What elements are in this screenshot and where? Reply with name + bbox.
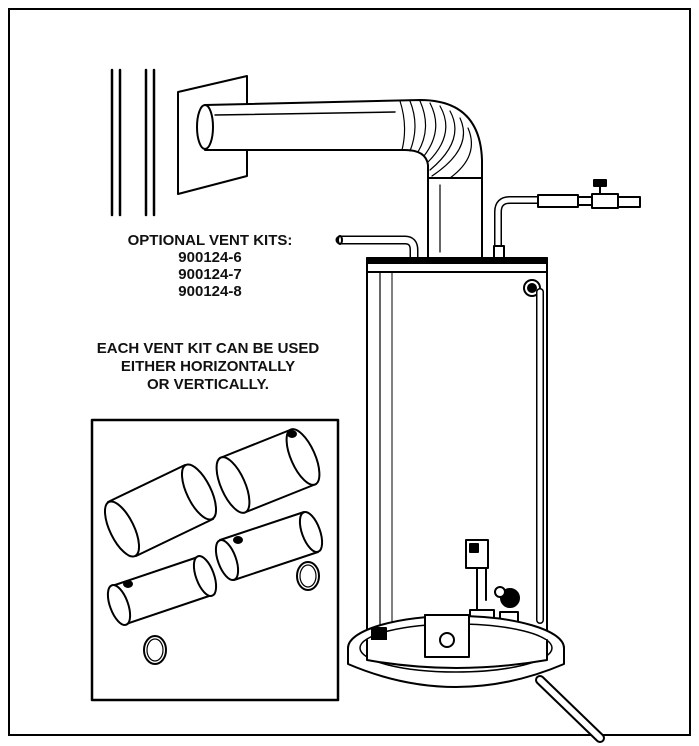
wall-trim-lines bbox=[110, 68, 156, 217]
vent-pipe-part-3 bbox=[106, 555, 218, 626]
usage-note-line: OR VERTICALLY. bbox=[147, 376, 269, 393]
usage-note-line: EACH VENT KIT CAN BE USED bbox=[96, 340, 320, 357]
gas-control-valve bbox=[465, 539, 520, 611]
supply-piping bbox=[493, 179, 641, 262]
inlet-pipe bbox=[335, 235, 419, 263]
vent-pipe-part-4 bbox=[214, 511, 324, 581]
vent-kit-usage-note: EACH VENT KIT CAN BE USED EITHER HORIZON… bbox=[58, 340, 358, 394]
drain-pan bbox=[347, 615, 605, 743]
usage-note-line: EITHER HORIZONTALLY bbox=[120, 358, 296, 375]
vent-kits-label: OPTIONAL VENT KITS: 900124-6 900124-7 90… bbox=[95, 232, 325, 300]
vent-clamp-2 bbox=[296, 561, 320, 591]
vent-kit-number: 900124-6 bbox=[178, 249, 242, 266]
vent-kits-title: OPTIONAL VENT KITS: bbox=[127, 232, 293, 249]
vent-kit-number: 900124-8 bbox=[178, 283, 242, 300]
water-heater-tank bbox=[366, 257, 548, 661]
horizontal-vent-pipe bbox=[196, 99, 483, 181]
vent-clamp-1 bbox=[143, 635, 167, 665]
vent-kit-number: 900124-7 bbox=[178, 266, 242, 283]
vertical-vent-pipe bbox=[427, 177, 483, 259]
vent-pipe-part-1 bbox=[103, 463, 218, 558]
vent-pipe-part-2 bbox=[215, 428, 321, 514]
